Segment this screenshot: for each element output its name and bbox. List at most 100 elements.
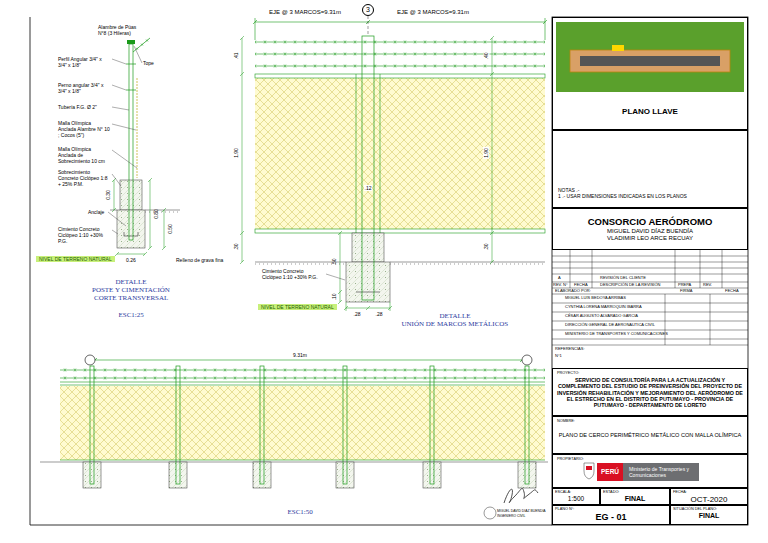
foundation: [346, 262, 390, 302]
sheet-number-cell: PLANO N°:EG - 01: [552, 505, 670, 525]
cell-heading: 3: [363, 6, 373, 14]
table-cell: DIRECCIÓN GENERAL DE AERONÁUTICA CIVIL: [565, 323, 655, 328]
axis-bubble: 3: [362, 4, 374, 16]
dimension-lines: [240, 36, 494, 311]
ground-label: NIVEL DE TERRENO NATURAL: [258, 304, 337, 310]
cell-heading: CONSORCIO AERÓDROMO: [556, 216, 744, 227]
dimension: .40: [483, 52, 489, 61]
anchor: [124, 232, 138, 236]
owner-panel: PROPIETARIO: PERÚ Ministerio de Transporte…: [552, 454, 748, 488]
detail-title: CORTE TRANSVERSAL: [94, 294, 168, 302]
dimension: 0.50: [167, 224, 173, 234]
cell-heading: PERÚ: [597, 468, 623, 476]
dimension: EJE @ 3 MARCOS=9.31m: [397, 9, 469, 16]
steel-post: [362, 36, 374, 300]
detail-title: DETALLE: [440, 312, 471, 320]
callout-text: Perno angular 3/4" x 3/4" x 1/8": [58, 82, 110, 94]
table-cell: REFERENCIAS:: [555, 347, 585, 352]
axis-line: [368, 16, 369, 36]
cell-text: SERVICIO DE CONSULTORÍA PARA LA ACTUALIZ…: [557, 377, 743, 409]
steel-post: [129, 44, 133, 240]
table-cell: CÉSAR AUGUSTO ALVARADO GARCÍA: [565, 314, 638, 319]
steel-post: [343, 366, 347, 484]
callout-text: Alambre de Púas N°8 (3 Hileras): [98, 24, 142, 36]
dimension: .30: [483, 243, 489, 252]
cell-heading: Ministerio de Transportes y Comunicacion…: [629, 466, 697, 478]
table-cell: FIRMA: [680, 289, 692, 294]
ministry-badge: Ministerio de Transportes y Comunicacion…: [623, 463, 699, 481]
ground-line: [110, 210, 180, 211]
cell-text: PLANO DE CERCO PERIMÉTRICO METÁLICO CON …: [557, 432, 743, 439]
anchor: [356, 292, 380, 293]
table-rules: [552, 256, 748, 345]
ground-label: NIVEL DE TERRENO NATURAL: [36, 256, 115, 262]
status-cell: ESTADO:FINAL: [600, 488, 670, 505]
detail-title: UNIÓN DE MARCOS METÁLICOS: [402, 320, 509, 328]
dimension: 1.90: [483, 147, 489, 159]
callout-text: Cimiento Concreto Ciclópeo 1:10 +30% P.G…: [58, 226, 110, 244]
date-cell: FECHA:OCT-2020: [670, 488, 748, 505]
dimension-lines: [112, 178, 166, 256]
table-cell: MIGUEL LUIS BEDOYA ARRIBAS: [565, 296, 626, 301]
cell-heading: SITUACIÓN DEL PLANO:: [673, 507, 745, 512]
cell-heading: ESCALA:: [555, 490, 597, 495]
dimension: .41: [233, 52, 239, 61]
barbed-wire: [255, 52, 545, 56]
sheet-state-cell: SITUACIÓN DEL PLANO:FINAL: [670, 505, 748, 525]
table-cell: ELABORADO POR:: [555, 289, 591, 294]
foundation: [117, 210, 145, 248]
table-cell: PREPA: [678, 283, 691, 288]
dimension: .28: [354, 311, 361, 317]
callout-text: Anclaje: [88, 209, 104, 215]
cell-text: FINAL: [603, 495, 667, 503]
steel-post: [260, 366, 264, 484]
cell-text: 1:500: [555, 495, 597, 503]
dimension: 0.30: [105, 190, 111, 200]
upper-footing: [120, 180, 142, 210]
table-cell: REVISIÓN DEL CLIENTE: [600, 276, 646, 281]
cell-heading: PROPIETARIO:: [557, 457, 743, 462]
ground-line: [255, 262, 545, 263]
table-cell: REV.: [703, 283, 712, 288]
callout-text: Perfil Angular 3/4" x 3/4" x 1/8": [58, 56, 110, 68]
drawing-name-panel: NOMBRE:PLANO DE CERCO PERIMÉTRICO METÁLI…: [552, 416, 748, 454]
frame-verticals: [356, 74, 380, 233]
barbed-wire: [255, 64, 545, 68]
dimension-line: [95, 360, 522, 361]
table-cell: MINISTERIO DE TRANSPORTES Y COMUNICACION…: [565, 332, 668, 337]
dimension: .12: [364, 185, 373, 191]
coat-of-arms: [584, 463, 594, 479]
key-plan-terrain: [556, 22, 744, 92]
axis-bubble: [85, 355, 95, 365]
table-cell: DESCRIPCIÓN DE LA REVISIÓN: [600, 283, 660, 288]
cell-text: MIGUEL DAVID DÍAZ BUENDÍA: [556, 228, 744, 235]
dimension: .30: [233, 243, 239, 252]
consortium-panel: CONSORCIO AERÓDROMOMIGUEL DAVID DÍAZ BUE…: [552, 208, 748, 250]
axis-bubble: [522, 355, 532, 365]
notes-panel: NOTAS .-1 .- USAR DIMENSIONES INDICADAS …: [552, 130, 748, 208]
dimension: 1.90: [233, 147, 239, 159]
stamp-seal: [484, 507, 496, 519]
title-block-frame: [552, 17, 748, 525]
leader-line: [326, 274, 345, 280]
key-plan-runway: [580, 56, 720, 66]
steel-post: [430, 366, 434, 484]
dimension: .50: [331, 259, 337, 266]
angle-profile: [126, 64, 136, 90]
callout-text: Relleno de grava fina: [176, 257, 223, 263]
cell-text: EG - 01: [555, 512, 667, 523]
callout-text: Sobrecimiento Concreto Ciclópeo 1:8 + 25…: [58, 169, 110, 187]
sheet-frame: [30, 17, 552, 525]
detail-title: DETALLE: [116, 278, 147, 286]
leader-lines: [108, 46, 142, 234]
table-cell: FECHA: [574, 283, 588, 288]
chain-link-mesh: [60, 386, 545, 460]
mesh-section: [137, 78, 138, 178]
stamp-text: INGENIERO CIVIL: [497, 514, 525, 518]
cell-text: FINAL: [673, 512, 745, 520]
barbs: [136, 40, 148, 50]
cell-heading: FECHA:: [673, 490, 745, 495]
dimension-ticks: [93, 358, 524, 362]
scale-note: ESC1:25: [119, 311, 144, 319]
